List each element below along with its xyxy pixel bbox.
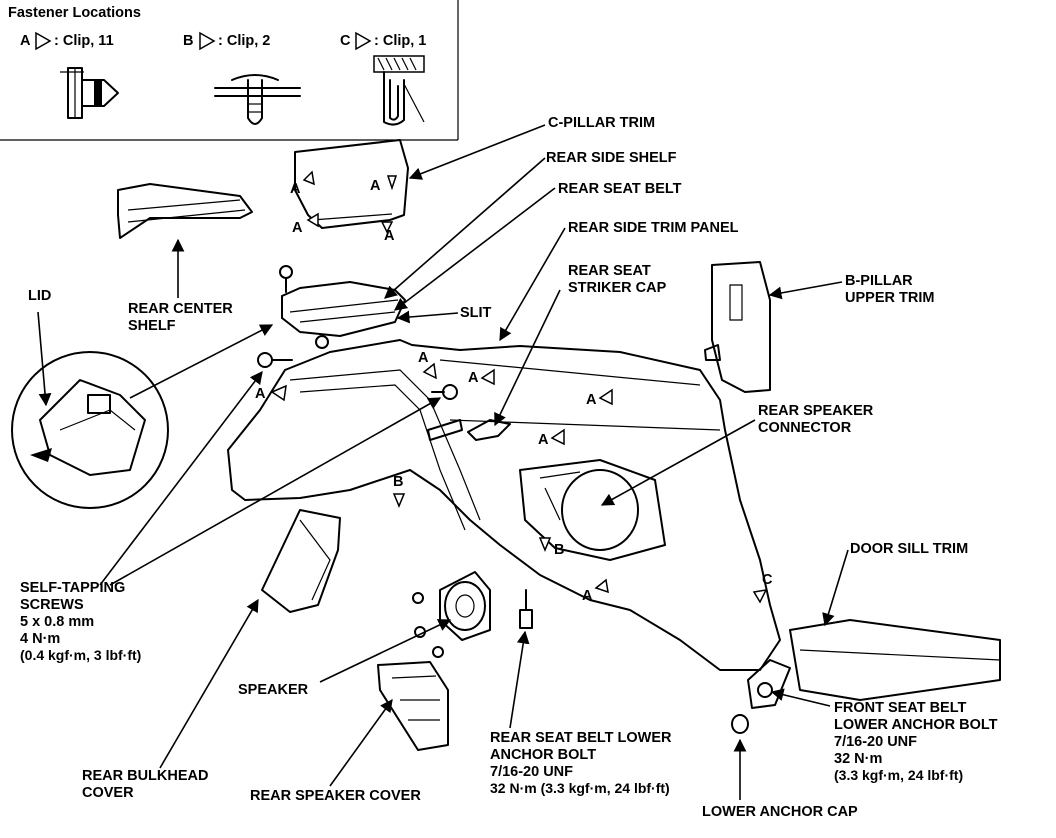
svg-text:B: B <box>393 474 403 490</box>
rear-bulkhead-cover <box>261 509 341 613</box>
svg-text:A: A <box>586 392 597 408</box>
lid-detail <box>11 351 169 509</box>
marker-a: A <box>538 428 565 448</box>
label-self-tapping-line4: 4 N·m <box>20 631 60 647</box>
label-self-tapping-line1: SELF-TAPPING <box>20 580 125 596</box>
label-slit: SLIT <box>460 305 492 321</box>
marker-a: A <box>255 384 287 402</box>
clip-b-legend: B : Clip, 2 <box>183 31 301 125</box>
door-sill-trim <box>789 619 1001 701</box>
label-rear-center-shelf-line2: SHELF <box>128 318 176 334</box>
c-pillar-trim <box>294 139 409 229</box>
label-rear-belt-bolt-line1: REAR SEAT BELT LOWER <box>490 730 672 746</box>
label-door-sill-trim: DOOR SILL TRIM <box>850 541 968 557</box>
rear-side-trim-panel <box>227 339 781 671</box>
clip-a-icon <box>60 67 119 119</box>
seat-belt-guide <box>427 419 463 441</box>
marker-b: B <box>392 474 406 508</box>
label-front-belt-bolt-line3: 7/16-20 UNF <box>834 734 917 750</box>
parts-drawing <box>11 139 1001 751</box>
clip-c-text: : Clip, 1 <box>374 33 426 49</box>
label-self-tapping-line3: 5 x 0.8 mm <box>20 614 94 630</box>
svg-text:A: A <box>468 370 479 386</box>
clip-c-legend: C : Clip, 1 <box>340 31 426 126</box>
label-lower-anchor-cap: LOWER ANCHOR CAP <box>702 804 858 820</box>
label-front-belt-bolt-line2: LOWER ANCHOR BOLT <box>834 717 998 733</box>
marker-b: B <box>538 537 564 558</box>
label-rear-speaker-connector-line2: CONNECTOR <box>758 420 852 436</box>
legend-title: Fastener Locations <box>8 5 141 21</box>
marker-c: C <box>752 572 773 604</box>
clip-a-text: : Clip, 11 <box>54 33 114 49</box>
clip-a-letter: A <box>20 33 31 49</box>
label-rear-belt-bolt-line2: ANCHOR BOLT <box>490 747 596 763</box>
label-front-belt-bolt-line4: 32 N·m <box>834 751 882 767</box>
svg-text:B: B <box>554 542 564 558</box>
label-rear-side-shelf: REAR SIDE SHELF <box>546 150 677 166</box>
fastener-legend: Fastener Locations A : Clip, 11 B : Clip… <box>0 0 459 141</box>
lower-anchor-cap <box>731 714 749 734</box>
svg-text:C: C <box>762 572 773 588</box>
clip-b-icon <box>214 74 301 125</box>
rear-side-shelf <box>281 281 406 337</box>
rear-center-shelf <box>117 183 253 239</box>
clip-markers: A A A A A A A A A A B B C <box>255 170 773 604</box>
label-rear-side-trim-panel: REAR SIDE TRIM PANEL <box>568 220 739 236</box>
label-self-tapping-line2: SCREWS <box>20 597 84 613</box>
label-rear-belt-bolt-line3: 7/16-20 UNF <box>490 764 573 780</box>
label-rear-seat-belt: REAR SEAT BELT <box>558 181 682 197</box>
svg-text:A: A <box>384 228 395 244</box>
svg-text:A: A <box>538 432 549 448</box>
svg-text:A: A <box>418 350 429 366</box>
label-b-pillar-line1: B-PILLAR <box>845 273 913 289</box>
speaker <box>439 571 491 641</box>
clip-c-letter: C <box>340 33 351 49</box>
label-rear-bulkhead-cover-line2: COVER <box>82 785 134 801</box>
svg-text:A: A <box>370 178 381 194</box>
callout-labels: C-PILLAR TRIM REAR SIDE SHELF REAR SEAT … <box>20 115 998 820</box>
label-speaker: SPEAKER <box>238 682 309 698</box>
clip-a-legend: A : Clip, 11 <box>20 31 119 119</box>
label-self-tapping-line5: (0.4 kgf·m, 3 lbf·ft) <box>20 647 141 663</box>
clip-c-icon <box>373 55 425 126</box>
label-rear-seat-striker-cap-line2: STRIKER CAP <box>568 280 667 296</box>
marker-a: A <box>380 221 395 244</box>
svg-text:A: A <box>290 181 301 197</box>
self-tapping-screws <box>257 265 458 658</box>
clip-b-triangle-icon <box>199 31 216 51</box>
label-c-pillar-trim: C-PILLAR TRIM <box>548 115 655 131</box>
clip-a-triangle-icon <box>35 31 52 51</box>
label-b-pillar-line2: UPPER TRIM <box>845 290 934 306</box>
front-belt-anchor <box>747 659 791 709</box>
svg-text:A: A <box>255 386 266 402</box>
clip-c-triangle-icon <box>355 31 372 51</box>
svg-text:A: A <box>582 588 593 604</box>
speaker-opening <box>519 459 666 561</box>
svg-text:A: A <box>292 220 303 236</box>
marker-a: A <box>418 350 437 380</box>
rear-speaker-cover <box>377 661 449 751</box>
rear-belt-anchor-bolt <box>519 589 533 629</box>
clip-b-letter: B <box>183 33 193 49</box>
rear-seat-striker-cap <box>467 419 511 441</box>
label-front-belt-bolt-line5: (3.3 kgf·m, 24 lbf·ft) <box>834 767 963 783</box>
label-rear-seat-striker-cap-line1: REAR SEAT <box>568 263 651 279</box>
marker-a: A <box>370 175 398 194</box>
marker-a: A <box>586 388 613 408</box>
leader-lines <box>37 124 849 800</box>
b-pillar-upper-trim <box>711 261 771 393</box>
label-lid: LID <box>28 288 51 304</box>
clip-b-text: : Clip, 2 <box>218 33 270 49</box>
label-rear-speaker-cover: REAR SPEAKER COVER <box>250 788 421 804</box>
label-rear-bulkhead-cover-line1: REAR BULKHEAD <box>82 768 208 784</box>
marker-a: A <box>290 170 315 197</box>
label-rear-speaker-connector-line1: REAR SPEAKER <box>758 403 874 419</box>
marker-a: A <box>468 368 495 386</box>
label-rear-belt-bolt-line4: 32 N·m (3.3 kgf·m, 24 lbf·ft) <box>490 780 670 796</box>
label-rear-center-shelf-line1: REAR CENTER <box>128 301 233 317</box>
marker-a: A <box>582 578 609 604</box>
label-front-belt-bolt-line1: FRONT SEAT BELT <box>834 700 967 716</box>
marker-a: A <box>292 212 319 236</box>
